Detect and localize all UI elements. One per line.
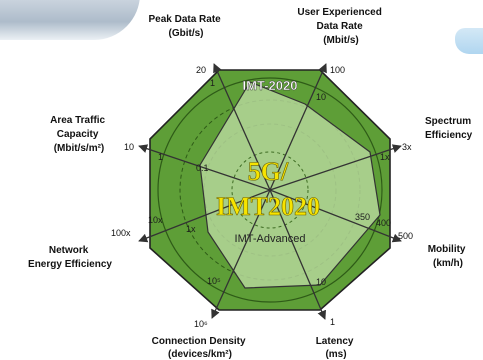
imt2020-label: IMT-2020 <box>243 78 298 93</box>
tick-energy-inner: 1x <box>186 224 196 234</box>
tick-mobility-outer: 500 <box>398 231 413 241</box>
spoke-network-energy <box>138 189 271 243</box>
inner-ticks: 1 10 1x 350 400 10 10⁵ 1x 10x 1 0.1 <box>148 78 391 287</box>
spoke-mobility <box>269 189 402 243</box>
tick-area-outer: 10 <box>124 142 134 152</box>
outer-ring <box>157 77 383 303</box>
corner-decoration <box>455 28 483 54</box>
spoke-spectrum-efficiency <box>269 144 402 191</box>
label-connection-density: Connection Density (devices/km²) <box>152 336 249 360</box>
tick-user-inner: 10 <box>316 92 326 102</box>
tick-spectrum-inner: 1x <box>380 152 390 162</box>
tick-latency-inner: 10 <box>316 277 326 287</box>
label-area-traffic: Area Traffic Capacity (Mbit/s/m²) <box>50 115 108 154</box>
tick-density-outer: 10⁶ <box>194 319 208 329</box>
spoke-peak-data-rate <box>213 63 271 191</box>
spoke-area-traffic <box>138 144 271 191</box>
axis-spokes <box>138 63 402 320</box>
label-network-energy: Network Energy Efficiency <box>28 245 112 270</box>
tick-mobility-inner2: 400 <box>376 218 391 228</box>
label-mobility: Mobility (km/h) <box>428 244 469 269</box>
tick-area-inner2: 0.1 <box>196 163 209 173</box>
label-spectrum-efficiency: Spectrum Efficiency <box>425 116 474 141</box>
tick-latency-outer: 1 <box>330 317 335 327</box>
spoke-connection-density <box>211 189 271 319</box>
outer-ticks: 20 100 3x 500 1 10⁶ 100x 10 <box>111 65 413 329</box>
tick-peak-inner: 1 <box>210 78 215 88</box>
tick-spectrum-outer: 3x <box>402 142 412 152</box>
imt-advanced-label: IMT-Advanced <box>235 233 306 245</box>
center-label-line2: IMT2020 <box>216 192 320 221</box>
tick-mobility-inner: 350 <box>355 212 370 222</box>
label-user-data-rate: User Experienced Data Rate (Mbit/s) <box>297 7 384 46</box>
label-peak-data-rate: Peak Data Rate (Gbit/s) <box>148 14 223 39</box>
tick-energy-x10: 10x <box>148 215 163 225</box>
center-label-line1: 5G/ <box>248 157 289 186</box>
tick-area-inner: 1 <box>158 152 163 162</box>
inner-dashed-ring <box>231 151 309 229</box>
tick-energy-outer: 100x <box>111 228 131 238</box>
axis-labels: Peak Data Rate (Gbit/s) User Experienced… <box>28 7 474 360</box>
spoke-user-data-rate <box>269 63 327 191</box>
spoke-latency <box>269 189 326 320</box>
tick-density-inner: 10⁵ <box>207 276 221 286</box>
tick-peak-outer: 20 <box>196 65 206 75</box>
tick-user-outer: 100 <box>330 65 345 75</box>
corner-photo <box>0 0 140 40</box>
label-latency: Latency (ms) <box>316 336 357 360</box>
